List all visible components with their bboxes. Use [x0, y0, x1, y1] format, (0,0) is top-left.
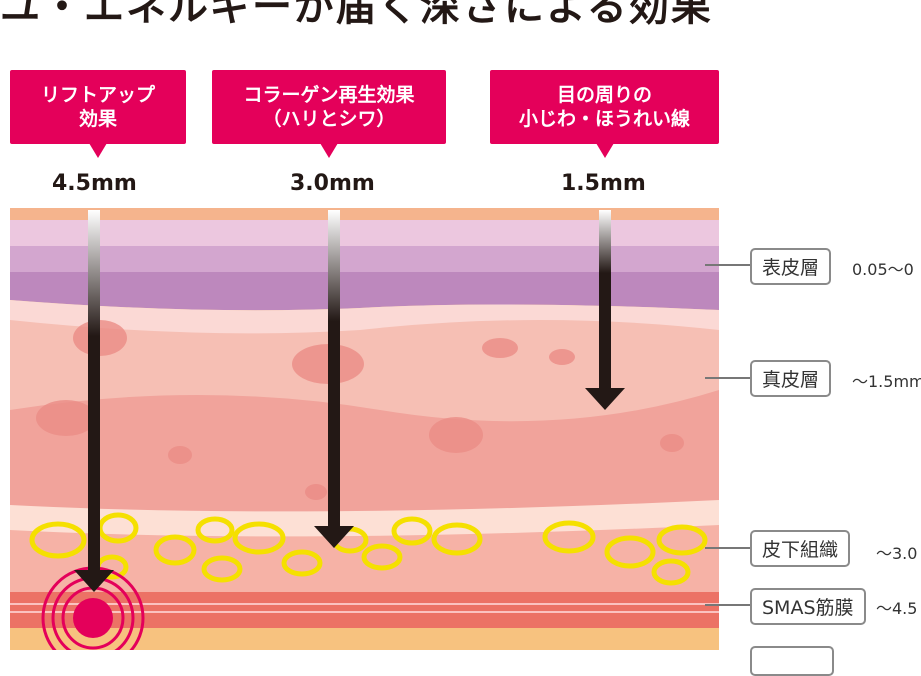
- layer-label-cutoff: [750, 646, 834, 676]
- layer-range: 〜3.0: [876, 544, 918, 563]
- depth-label: 3.0mm: [290, 171, 375, 196]
- arrow-4-5mm: [74, 210, 114, 592]
- callout-label: コラーゲン再生効果 （ハリとシワ）: [243, 84, 415, 130]
- leader-lines: [705, 264, 750, 606]
- depth-label: 4.5mm: [52, 171, 137, 196]
- callout-label: 目の周りの 小じわ・ほうれい線: [518, 84, 690, 130]
- callout-eye-wrinkles: 目の周りの 小じわ・ほうれい線: [490, 70, 719, 158]
- layer-range: 0.05〜0: [852, 260, 914, 279]
- layer-label-smas: SMAS筋膜: [750, 588, 866, 625]
- page-title: ユ・エネルギーが届く深さによる効果: [0, 0, 713, 30]
- callout-label: リフトアップ 効果: [40, 84, 155, 130]
- callout-collagen: コラーゲン再生効果 （ハリとシワ）: [212, 70, 446, 158]
- layer-label-subcutaneous: 皮下組織: [750, 530, 851, 567]
- depth-label: 1.5mm: [561, 171, 646, 196]
- arrow-1-5mm: [585, 210, 625, 410]
- layer-label-dermis: 真皮層: [750, 360, 832, 397]
- layer-range: 〜4.5: [876, 599, 918, 618]
- layer-range: 〜1.5mm: [852, 372, 921, 391]
- callout-lift-up: リフトアップ 効果: [10, 70, 186, 158]
- layer-label-epidermis: 表皮層: [750, 248, 832, 285]
- arrow-3-0mm: [314, 210, 354, 548]
- skin-cross-section: [10, 208, 750, 650]
